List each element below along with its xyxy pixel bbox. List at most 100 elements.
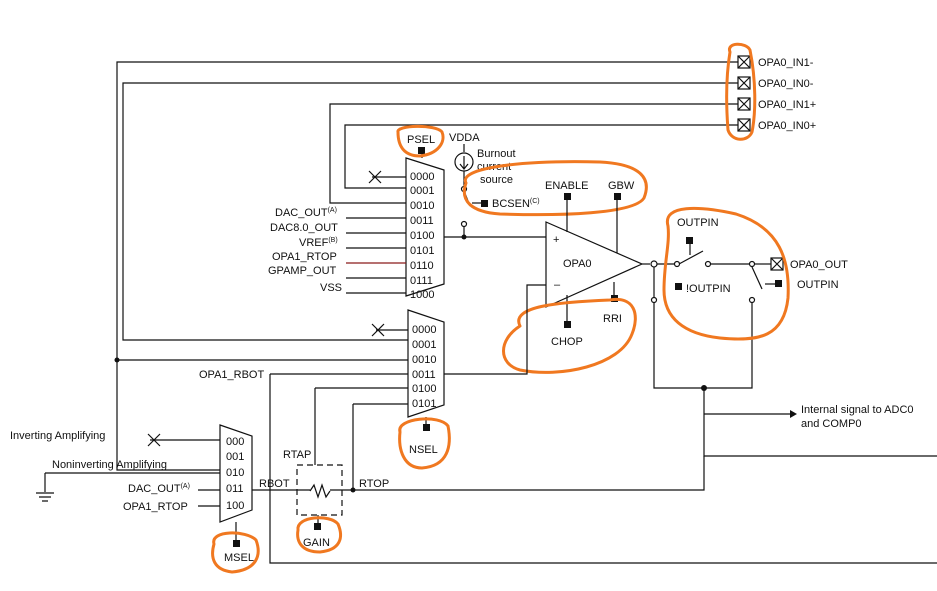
outpin-right-square	[775, 280, 782, 287]
psel-nc-cross	[368, 170, 382, 184]
opa0-opamp: + – OPA0	[545, 221, 644, 308]
nsel-code: 0011	[412, 369, 436, 381]
msel-code: 011	[226, 483, 244, 495]
nsel-code: 0000	[412, 324, 436, 336]
nsel-mux: 0000 0001 0010 0011 0100 0101	[407, 309, 445, 418]
inverting-label: Inverting Amplifying	[10, 430, 105, 442]
wire-in1-plus	[329, 103, 738, 204]
outpin-switch-pin	[673, 260, 681, 268]
chop-square	[564, 321, 571, 328]
internal-label-1: Internal signal to ADC0	[801, 404, 914, 416]
enable-square	[564, 193, 571, 200]
current-arrow-icon	[459, 156, 469, 170]
nsel-code: 0101	[412, 398, 436, 410]
wire-nsel-to-minus	[444, 284, 546, 375]
psel-mux: 0000 0001 0010 0011 0100 0101 0110 0111 …	[405, 157, 445, 301]
pin-label-in0-minus: OPA0_IN0-	[758, 78, 814, 90]
opa1-rbot-label: OPA1_RBOT	[199, 369, 264, 381]
psel-select-square	[418, 147, 425, 154]
gbw-square	[614, 193, 621, 200]
msel-highlight	[211, 531, 260, 574]
burnout-text-3: source	[480, 174, 513, 186]
pin-opa0-in0-minus: OPA0_IN0-	[737, 76, 814, 90]
switch-pin	[748, 260, 756, 268]
wire-in1-minus	[116, 61, 738, 471]
psel-input-dac8-out: DAC8.0_OUT	[270, 222, 338, 234]
outpin-switch-pin	[704, 260, 712, 268]
pin-opa0-in1-minus: OPA0_IN1-	[737, 55, 814, 69]
opamp-plus-sign: +	[553, 234, 559, 246]
bcsen-label: BCSEN(C)	[492, 198, 540, 210]
rri-label: RRI	[603, 313, 622, 325]
internal-label-2: and COMP0	[801, 418, 862, 430]
junction-dot	[114, 357, 120, 363]
wire-rtop-bus	[353, 456, 705, 491]
psel-highlight	[396, 124, 445, 158]
rtop-label: RTOP	[359, 478, 389, 490]
msel-input-dac-out: DAC_OUT(A)	[128, 483, 190, 495]
rtap-label: RTAP	[283, 449, 311, 461]
nsel-code: 0001	[412, 339, 436, 351]
internal-arrow-icon	[790, 410, 797, 418]
pins-highlight	[725, 42, 757, 141]
ground-icon	[36, 473, 54, 502]
psel-input-gpamp-out: GPAMP_OUT	[268, 265, 337, 277]
msel-nc-cross	[147, 433, 161, 447]
psel-code: 0111	[410, 275, 433, 287]
gain-square	[314, 523, 321, 530]
pin-label-in1-plus: OPA0_IN1+	[758, 99, 816, 111]
wire-in0-plus	[344, 124, 738, 189]
psel-input-dac-out: DAC_OUT(A)	[275, 207, 337, 219]
rbot-label: RBOT	[259, 478, 290, 490]
nsel-label: NSEL	[409, 444, 438, 456]
outpin-right-pin	[748, 296, 756, 304]
msel-input-opa1-rtop: OPA1_RTOP	[123, 501, 188, 513]
psel-label: PSEL	[407, 134, 435, 146]
wire-rbot-bottom	[269, 374, 937, 564]
wire-in0-minus	[122, 82, 738, 341]
outpin-right-label: OUTPIN	[797, 279, 839, 291]
gain-highlight	[296, 516, 343, 554]
msel-code: 010	[226, 467, 244, 479]
psel-input-vref: VREF(B)	[299, 237, 338, 249]
msel-label: MSEL	[224, 552, 254, 564]
psel-input-vss: VSS	[320, 282, 342, 294]
pin-label-in1-minus: OPA0_IN1-	[758, 57, 814, 69]
nsel-code: 0100	[412, 383, 436, 395]
psel-code: 0000	[410, 171, 434, 183]
not-outpin-square	[675, 283, 682, 290]
psel-input-opa1-rtop: OPA1_RTOP	[272, 251, 337, 263]
outpin-switch-blade	[678, 250, 704, 265]
msel-mux: 000 001 010 011 100	[219, 424, 253, 523]
nsel-highlight	[398, 417, 451, 470]
output-node	[650, 260, 658, 268]
psel-code: 0110	[410, 260, 434, 272]
not-outpin-label: !OUTPIN	[686, 283, 731, 295]
gbw-label: GBW	[608, 180, 635, 192]
nsel-code: 0010	[412, 354, 436, 366]
outpin-top-square	[686, 237, 693, 244]
junction-dot	[461, 234, 467, 240]
psel-code: 0101	[410, 245, 434, 257]
msel-code: 100	[226, 500, 244, 512]
pin-label-in0-plus: OPA0_IN0+	[758, 120, 816, 132]
enable-label: ENABLE	[545, 180, 588, 192]
nsel-select-square	[423, 424, 430, 431]
pin-opa0-in0-plus: OPA0_IN0+	[737, 118, 816, 132]
msel-code: 000	[226, 436, 244, 448]
outpin-top-label: OUTPIN	[677, 217, 719, 229]
bcsen-switch-pin	[460, 220, 468, 228]
chop-label: CHOP	[551, 336, 583, 348]
psel-code: 1000	[410, 289, 434, 301]
msel-code: 001	[226, 451, 244, 463]
psel-code: 0001	[410, 185, 434, 197]
nsel-nc-cross	[371, 323, 385, 337]
output-highlight	[662, 206, 790, 341]
opa0-out-label: OPA0_OUT	[790, 259, 848, 271]
opamp-name: OPA0	[563, 258, 592, 270]
noninverting-label: Noninverting Amplifying	[52, 459, 167, 471]
opa0-out-pin-cross	[770, 257, 784, 271]
outpin-right-blade	[751, 266, 763, 290]
